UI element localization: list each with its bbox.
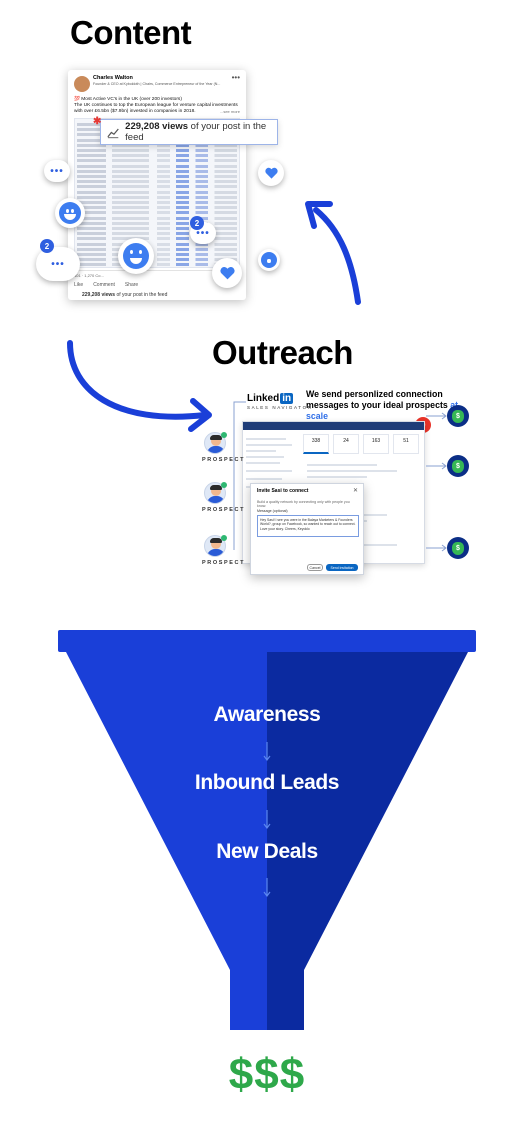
post-text-line1: 💯 Most Active VC's in the UK (over 200 i… <box>74 97 182 102</box>
funnel-stage-awareness: Awareness <box>213 703 321 726</box>
message-label: Message (optional) <box>257 509 288 513</box>
revenue-dollars: $$$ <box>228 1050 306 1099</box>
stat-tile[interactable]: 338 <box>303 434 329 454</box>
smile-emoji-icon <box>258 249 280 271</box>
smile-emoji-icon <box>55 198 85 228</box>
post-author: Charles Walton <box>93 75 133 81</box>
curved-arrow-down-icon <box>67 340 212 432</box>
linkedin-logo-text: Linked <box>247 393 280 404</box>
table-row <box>77 221 237 225</box>
share-button[interactable]: Share <box>124 282 139 288</box>
like-button[interactable]: Like <box>74 282 84 288</box>
outreach-heading: Outreach <box>212 334 353 371</box>
table-row <box>77 159 237 163</box>
table-row <box>77 190 237 194</box>
table-row <box>77 154 237 158</box>
invite-dialog: Invite Sasi to connect ✕ Build a quality… <box>250 483 364 575</box>
stat-tile[interactable]: 51 <box>393 434 419 454</box>
table-row <box>77 175 237 178</box>
arrow-lines <box>426 412 447 552</box>
comment-button[interactable]: Comment <box>93 282 115 288</box>
post-text-body: The UK continues to top the European lea… <box>74 103 238 114</box>
stat-tile[interactable]: 24 <box>333 434 359 454</box>
table-row <box>77 201 237 204</box>
tagline-text: We send personlized connection messages … <box>306 389 451 410</box>
send-invitation-button[interactable]: Send invitation <box>326 564 358 571</box>
table-row <box>77 232 237 236</box>
views-callout: 229,208 views of your post in the feed <box>100 119 278 145</box>
callout-views-suffix: of your post in the feed <box>125 121 267 143</box>
chat-bubble-icon: ••• <box>44 160 70 182</box>
table-row <box>77 258 237 262</box>
sparkle-icon: ✱ <box>93 116 102 127</box>
message-textarea[interactable]: Hey Sasi! I see you were in the Balaya M… <box>257 515 359 537</box>
funnel-stage-inbound-leads: Inbound Leads <box>194 771 340 794</box>
funnel-stage-new-deals: New Deals <box>216 840 318 863</box>
heart-eyes-emoji-icon <box>118 238 154 274</box>
post-author-headline: Founder & CEO at Kyboldoth | Chairs, Com… <box>93 82 221 86</box>
table-row <box>77 247 237 251</box>
table-row <box>77 180 237 184</box>
funnel-body <box>66 652 468 1030</box>
prospect-label: PROSPECT <box>202 560 246 566</box>
invite-title: Invite Sasi to connect <box>257 488 309 494</box>
connector-lines <box>233 401 246 550</box>
table-row <box>77 195 237 199</box>
cancel-button[interactable]: Cancel <box>307 564 323 571</box>
notification-badge: 2 <box>40 239 54 253</box>
callout-views-count: 229,208 views <box>125 121 189 132</box>
money-bag-icon: $ <box>447 405 469 427</box>
prospect-avatar <box>204 482 227 504</box>
heart-reaction-icon <box>212 258 242 288</box>
sales-navigator-label: SALES NAVIGATOR <box>247 405 313 410</box>
money-bag-icon: $ <box>447 455 469 477</box>
post-actions: Like Comment Share <box>74 282 138 288</box>
content-heading: Content <box>70 14 192 51</box>
table-row <box>77 253 237 256</box>
more-options-icon[interactable]: ••• <box>231 73 240 82</box>
table-row <box>77 242 237 246</box>
table-row <box>77 143 237 147</box>
divider <box>74 270 240 271</box>
prospect-avatar <box>204 432 227 454</box>
table-row <box>77 263 237 267</box>
chat-bubble-icon: ••• <box>36 247 80 281</box>
table-row <box>77 206 237 210</box>
table-row <box>77 164 237 168</box>
table-row <box>77 227 237 230</box>
views-suffix: of your post in the feed <box>115 292 168 298</box>
invite-body: Build a quality network by connecting on… <box>257 500 350 508</box>
notification-badge: 2 <box>190 216 204 230</box>
avatar <box>74 76 90 92</box>
prospect-avatar <box>204 535 227 557</box>
curved-arrow-up-icon <box>305 201 361 305</box>
table-row <box>77 185 237 189</box>
table-row <box>77 237 237 241</box>
prospect-label: PROSPECT <box>202 507 246 513</box>
table-row <box>77 149 237 152</box>
prospect-label: PROSPECT <box>202 457 246 463</box>
see-more-link[interactable]: ...see more <box>219 109 240 114</box>
linkedin-in-mark: in <box>280 393 294 404</box>
reaction-count: 401 · 1,270 Co... <box>74 273 104 278</box>
funnel-rim <box>58 630 476 652</box>
money-bag-icon: $ <box>447 537 469 559</box>
stat-tile[interactable]: 163 <box>363 434 389 454</box>
table-row <box>77 169 237 173</box>
chart-icon <box>107 128 119 138</box>
table-row <box>77 211 237 215</box>
table-row <box>77 216 237 220</box>
navigator-topbar <box>243 422 424 430</box>
post-views-footer: 229,208 views of your post in the feed <box>82 292 167 298</box>
views-count: 229,208 views <box>82 292 116 298</box>
close-icon[interactable]: ✕ <box>352 488 358 494</box>
heart-reaction-icon <box>258 160 284 186</box>
